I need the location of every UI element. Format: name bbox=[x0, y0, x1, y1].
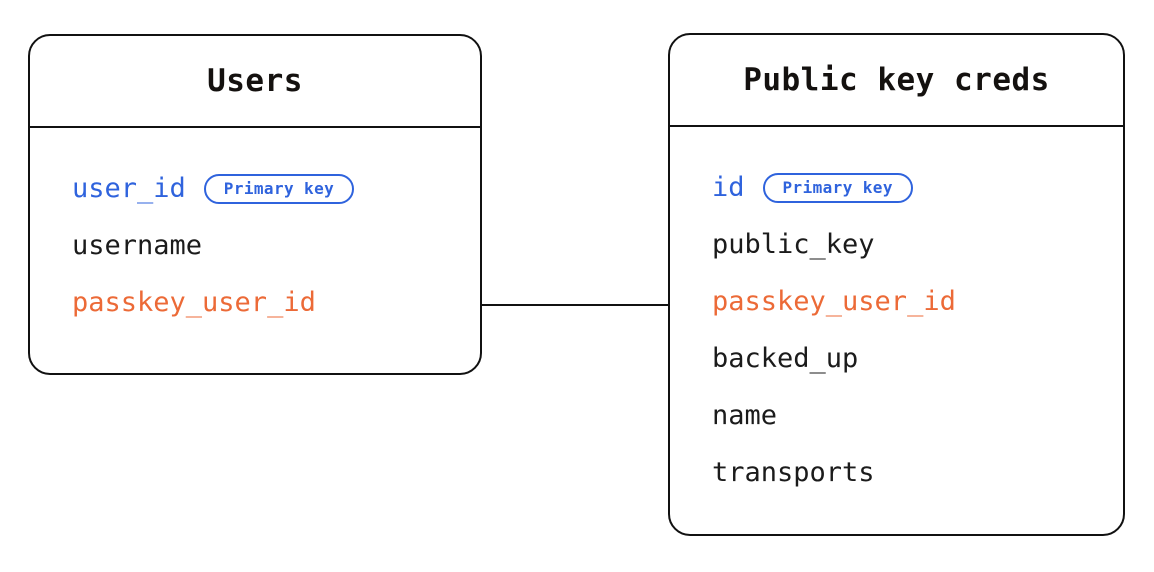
entity-field-list-users: user_id Primary key username passkey_use… bbox=[30, 128, 480, 331]
primary-key-badge-label: Primary key bbox=[782, 177, 893, 197]
field-name-id: id bbox=[712, 172, 745, 203]
field-row-passkey-user-id[interactable]: passkey_user_id bbox=[30, 274, 480, 331]
primary-key-badge: Primary key bbox=[762, 172, 913, 203]
field-row-passkey-user-id[interactable]: passkey_user_id bbox=[670, 273, 1123, 330]
entity-title-public-key-creds: Public key creds bbox=[743, 62, 1050, 98]
primary-key-badge: Primary key bbox=[203, 173, 355, 204]
entity-header-users: Users bbox=[30, 36, 480, 128]
field-name-backed-up: backed_up bbox=[712, 343, 859, 374]
entity-field-list-public-key-creds: id Primary key public_key passkey_user_i… bbox=[670, 127, 1123, 501]
field-row-backed-up[interactable]: backed_up bbox=[670, 330, 1123, 387]
field-name-passkey-user-id: passkey_user_id bbox=[712, 286, 956, 317]
field-name-passkey-user-id: passkey_user_id bbox=[72, 287, 316, 318]
entity-header-public-key-creds: Public key creds bbox=[670, 35, 1123, 127]
entity-card-users[interactable]: Users user_id Primary key username passk… bbox=[28, 34, 482, 375]
field-name-username: username bbox=[72, 230, 203, 261]
relationship-connector-users-to-public-key-creds bbox=[481, 304, 669, 306]
field-name-transports: transports bbox=[712, 457, 875, 488]
field-row-user-id[interactable]: user_id Primary key bbox=[30, 160, 480, 217]
field-row-transports[interactable]: transports bbox=[670, 444, 1123, 501]
primary-key-badge-label: Primary key bbox=[223, 178, 335, 198]
field-row-id[interactable]: id Primary key bbox=[670, 159, 1123, 216]
field-row-username[interactable]: username bbox=[30, 217, 480, 274]
entity-card-public-key-creds[interactable]: Public key creds id Primary key public_k… bbox=[668, 33, 1125, 536]
entity-title-users: Users bbox=[207, 63, 303, 99]
field-row-name[interactable]: name bbox=[670, 387, 1123, 444]
field-row-public-key[interactable]: public_key bbox=[670, 216, 1123, 273]
field-name-user-id: user_id bbox=[72, 173, 186, 204]
field-name-public-key: public_key bbox=[712, 229, 875, 260]
field-name-name: name bbox=[712, 400, 778, 431]
